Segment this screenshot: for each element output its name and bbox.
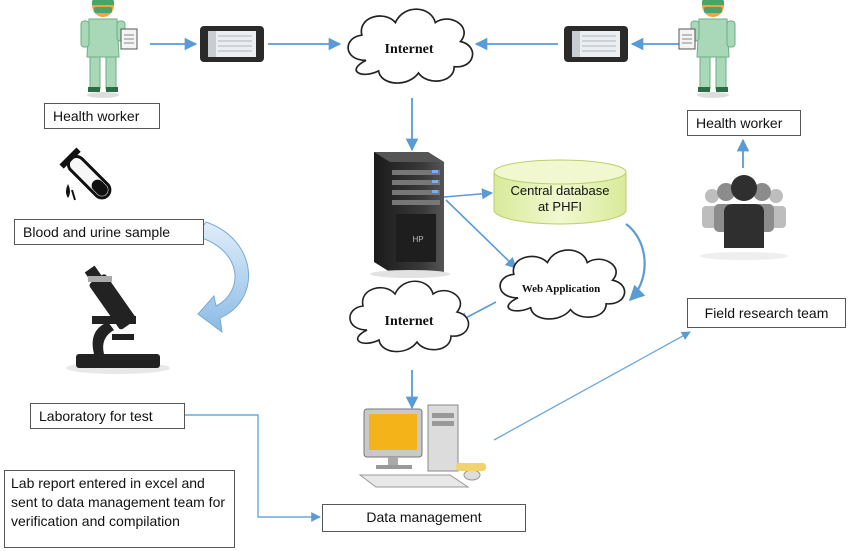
curved-arrow-sample-to-lab xyxy=(195,221,250,334)
health-worker-icon xyxy=(80,0,138,99)
microscope-icon xyxy=(66,265,170,374)
line-laboratory-to-data-management xyxy=(185,414,321,522)
svg-text:HP: HP xyxy=(412,235,423,244)
connector-arrows xyxy=(150,37,750,522)
health-worker-left-label: Health worker xyxy=(44,103,160,129)
arrow-server-to-database xyxy=(443,188,494,200)
laboratory-label: Laboratory for test xyxy=(30,403,185,429)
tablet-icon xyxy=(199,25,265,63)
internet-top-label: Internet xyxy=(384,42,434,57)
database-icon xyxy=(493,159,627,225)
blood-urine-sample-label: Blood and urine sample xyxy=(14,219,204,245)
tablet-icon xyxy=(563,25,629,63)
lab-report-label: Lab report entered in excel and sent to … xyxy=(4,470,235,548)
research-team-icon xyxy=(700,175,788,260)
central-database-label: Central database at PHFI xyxy=(510,183,610,214)
internet-bottom-label: Internet xyxy=(384,314,434,329)
web-application-label: Web Application xyxy=(521,283,601,295)
test-tube-icon xyxy=(59,147,112,201)
health-worker-icon xyxy=(678,0,736,99)
arrow-database-to-webapp xyxy=(625,223,646,302)
desktop-computer-icon xyxy=(358,404,486,488)
data-management-label: Data management xyxy=(322,504,526,532)
health-worker-right-label: Health worker xyxy=(687,110,801,136)
arrow-computer-to-field-team xyxy=(493,331,691,441)
arrow-server-to-webapp xyxy=(445,199,517,269)
server-icon: HP xyxy=(370,152,450,278)
field-research-team-label: Field research team xyxy=(687,298,846,328)
